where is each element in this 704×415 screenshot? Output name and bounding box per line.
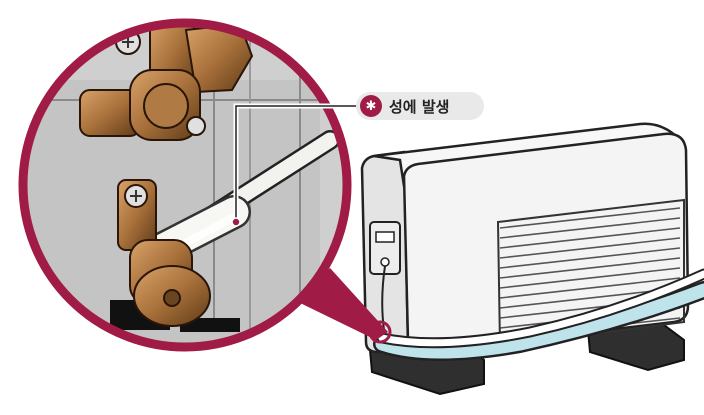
star-icon: ✱ (360, 95, 382, 117)
upper-service-valve (79, 23, 254, 141)
refrigerant-pipes (373, 268, 704, 361)
magnifier-connector (294, 268, 388, 340)
unit-grille (499, 207, 681, 339)
magnifier-ring (18, 18, 352, 352)
magnified-view (23, 23, 347, 347)
callout-label: 성에 발생 (389, 97, 450, 116)
lower-service-valve (117, 179, 211, 327)
frost-callout-badge: ✱ 성에 발생 (356, 92, 484, 120)
